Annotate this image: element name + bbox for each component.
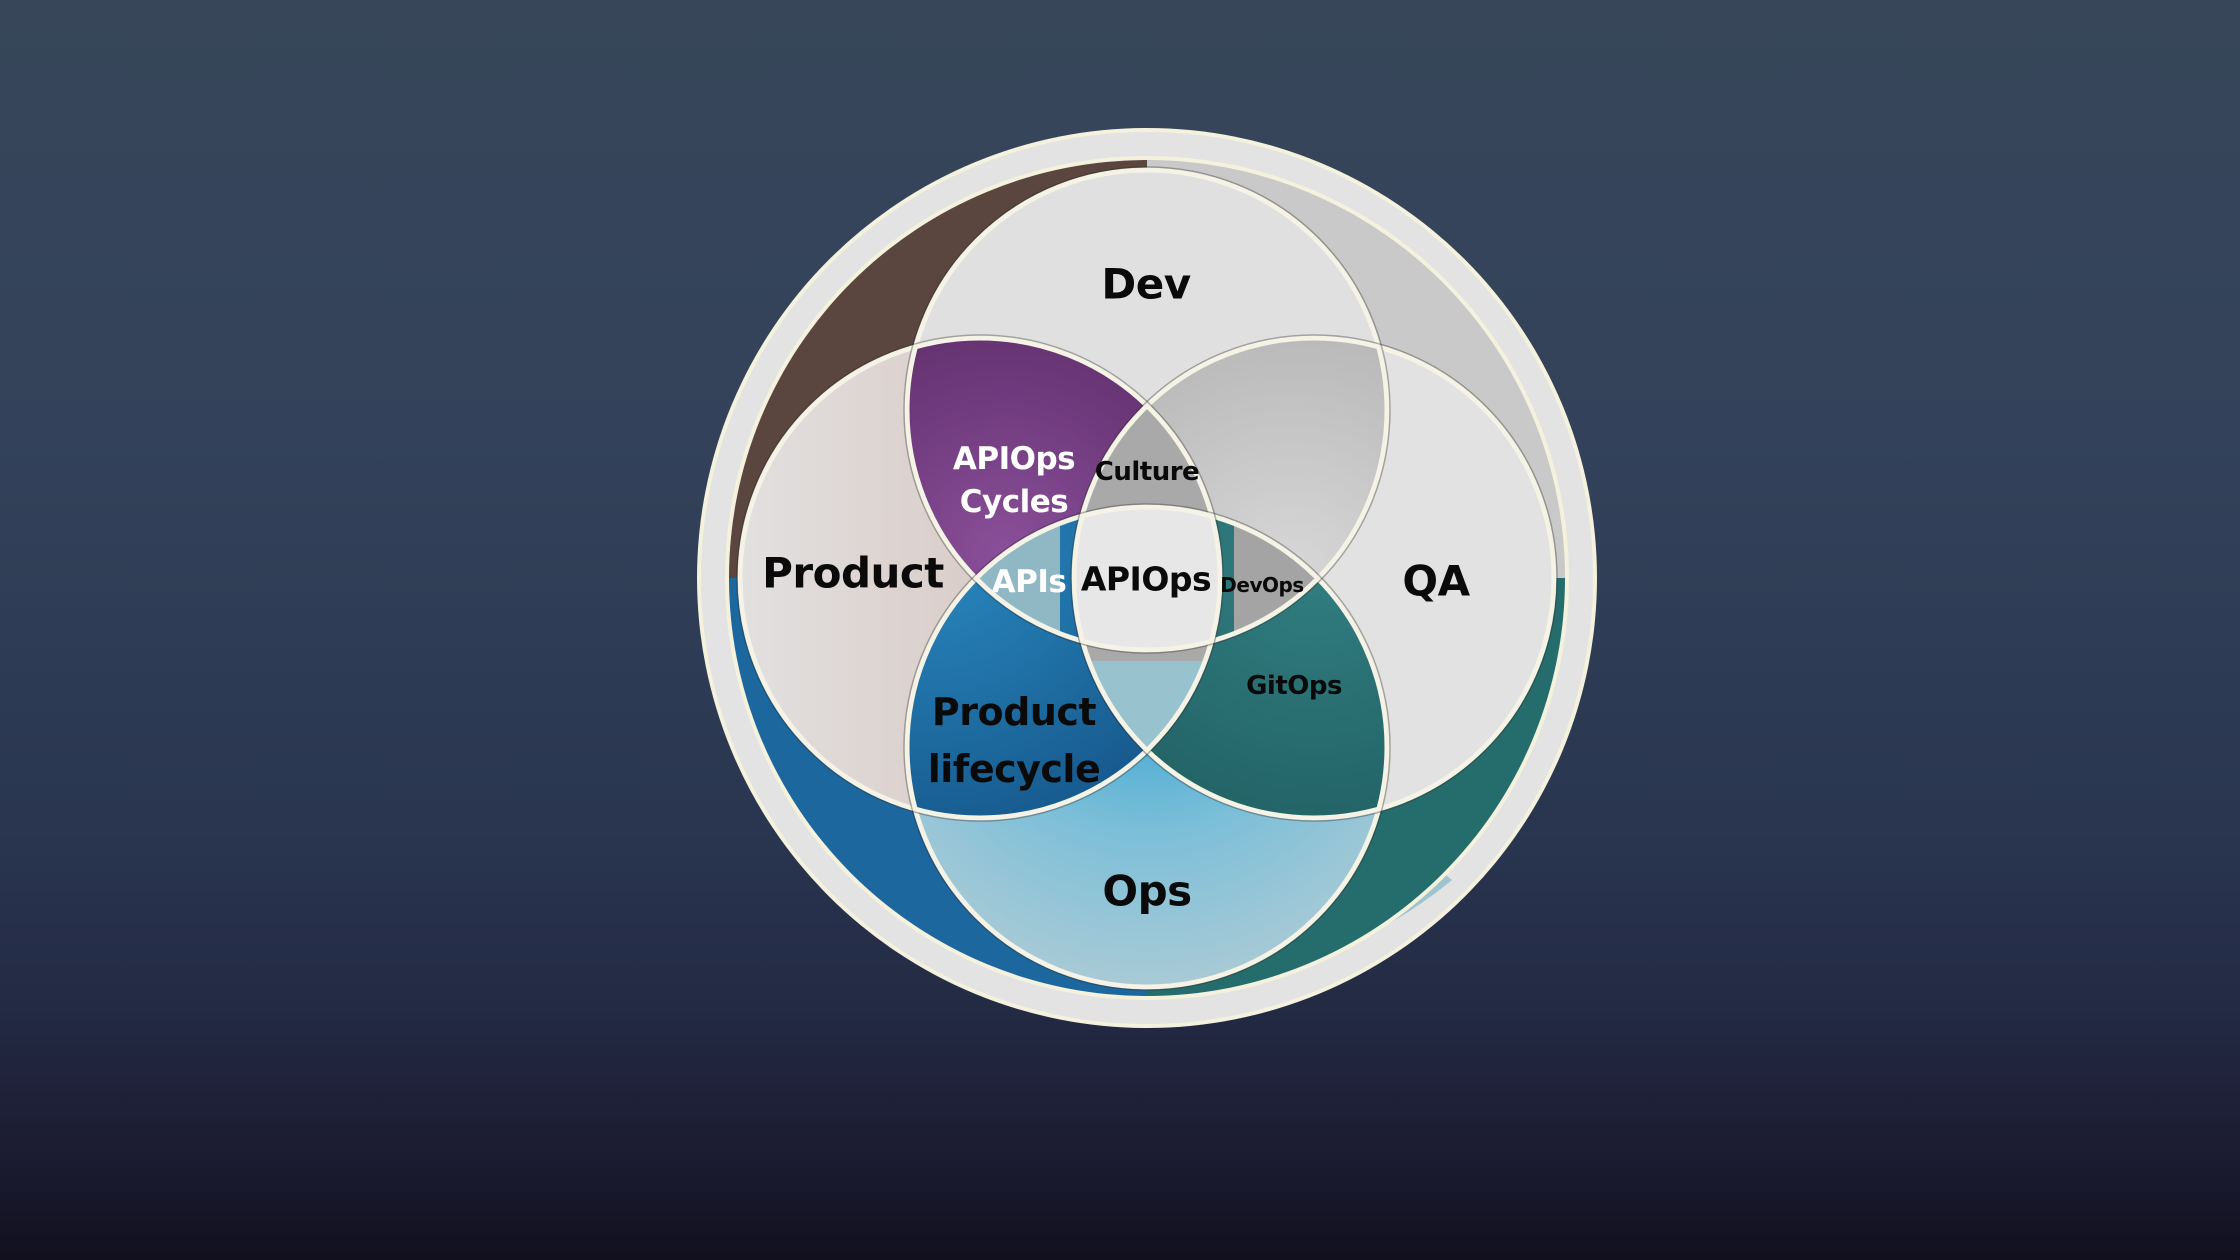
label-apiops-center: APIOps <box>1081 560 1211 599</box>
circle-outlines <box>737 167 1557 990</box>
label-qa: QA <box>1402 557 1470 606</box>
label-product-lifecycle-line1: Product <box>932 690 1096 734</box>
label-gitops: GitOps <box>1246 671 1342 701</box>
label-ops: Ops <box>1102 867 1191 916</box>
outline-dev <box>904 167 1390 653</box>
label-culture: Culture <box>1095 457 1199 487</box>
outline-qa <box>1071 335 1557 821</box>
label-apiops-cycles-line2: Cycles <box>960 484 1068 520</box>
inner-ring-edge <box>725 156 1569 1000</box>
outline-ops <box>904 504 1390 990</box>
label-product-lifecycle-line2: lifecycle <box>928 747 1100 791</box>
label-product: Product <box>762 549 944 598</box>
label-devops: DevOps <box>1220 573 1303 597</box>
label-apiops-cycles-line1: APIOps <box>953 441 1075 477</box>
label-apis: APIs <box>992 564 1067 600</box>
label-dev: Dev <box>1101 260 1190 309</box>
outline-product <box>737 335 1223 821</box>
